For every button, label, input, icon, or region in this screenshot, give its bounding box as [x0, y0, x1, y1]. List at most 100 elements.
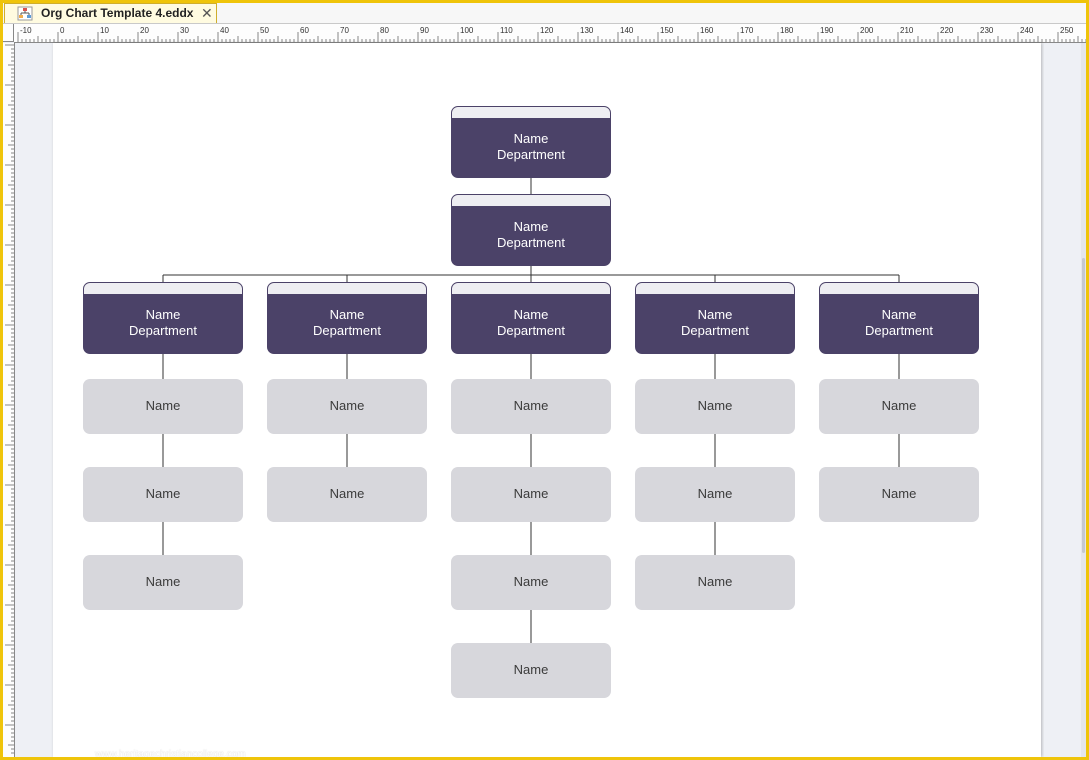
member-name: Name — [881, 486, 917, 501]
ruler-label: 200 — [860, 26, 874, 35]
member-node[interactable]: Name — [451, 467, 611, 522]
ruler-label: 110 — [500, 26, 513, 35]
ruler-label: 20 — [140, 26, 149, 35]
ruler-label: 240 — [1020, 26, 1034, 35]
node-name: Name — [329, 307, 365, 322]
org-chart-file-icon — [17, 6, 33, 21]
ruler-corner — [3, 24, 14, 42]
member-node[interactable]: Name — [451, 379, 611, 434]
node-department: Department — [497, 235, 565, 250]
ruler-label: 180 — [780, 26, 794, 35]
node-department: Department — [313, 323, 381, 338]
node-name: Name — [881, 307, 917, 322]
ruler-label: -10 — [20, 26, 32, 35]
ruler-label: 150 — [660, 26, 674, 35]
scrollbar-thumb[interactable] — [1082, 258, 1085, 553]
ruler-label: 90 — [420, 26, 429, 35]
node-name: Name — [513, 307, 549, 322]
member-name: Name — [513, 662, 549, 677]
node-name: Name — [145, 307, 181, 322]
ruler-label: 0 — [60, 26, 65, 35]
member-name: Name — [329, 486, 365, 501]
ruler-label: 60 — [300, 26, 309, 35]
ruler-label: 70 — [340, 26, 349, 35]
canvas-margin — [1044, 43, 1086, 757]
ruler-label: 130 — [580, 26, 594, 35]
ruler-label: 230 — [980, 26, 994, 35]
ruler-label: 190 — [820, 26, 834, 35]
member-name: Name — [145, 486, 181, 501]
member-node[interactable]: Name — [635, 467, 795, 522]
node-header-band — [636, 283, 794, 295]
node-department: Department — [497, 147, 565, 162]
member-node[interactable]: Name — [267, 379, 427, 434]
ruler-label: 40 — [220, 26, 229, 35]
member-name: Name — [329, 398, 365, 413]
node-header-band — [268, 283, 426, 295]
member-node[interactable]: Name — [819, 379, 979, 434]
document-tab-strip: Org Chart Template 4.eddx ✕ — [3, 3, 1086, 24]
ruler-label: 120 — [540, 26, 554, 35]
member-name: Name — [697, 574, 733, 589]
member-name: Name — [881, 398, 917, 413]
node-header-band — [452, 195, 610, 207]
member-node[interactable]: Name — [635, 555, 795, 610]
node-name: Name — [697, 307, 733, 322]
member-name: Name — [697, 398, 733, 413]
node-department: Department — [497, 323, 565, 338]
ruler-label: 160 — [700, 26, 714, 35]
vertical-ruler[interactable] — [3, 43, 15, 757]
member-name: Name — [513, 486, 549, 501]
close-tab-icon[interactable]: ✕ — [201, 5, 213, 21]
node-department: Department — [129, 323, 197, 338]
node-department: Department — [681, 323, 749, 338]
ruler-label: 50 — [260, 26, 269, 35]
member-name: Name — [513, 574, 549, 589]
ruler-label: 10 — [100, 26, 109, 35]
member-node[interactable]: Name — [83, 555, 243, 610]
ruler-label: 210 — [900, 26, 914, 35]
document-tab-title: Org Chart Template 4.eddx — [41, 6, 194, 20]
node-name: Name — [513, 219, 549, 234]
member-node[interactable]: Name — [635, 379, 795, 434]
ruler-label: 80 — [380, 26, 389, 35]
member-name: Name — [697, 486, 733, 501]
node-header-band — [452, 283, 610, 295]
ruler-label: 170 — [740, 26, 754, 35]
member-node[interactable]: Name — [267, 467, 427, 522]
node-name: Name — [513, 131, 549, 146]
ruler-label: 220 — [940, 26, 954, 35]
document-tab[interactable]: Org Chart Template 4.eddx ✕ — [4, 3, 217, 23]
member-name: Name — [145, 574, 181, 589]
member-node[interactable]: Name — [451, 555, 611, 610]
member-name: Name — [513, 398, 549, 413]
member-node[interactable]: Name — [83, 467, 243, 522]
ruler-label: 30 — [180, 26, 189, 35]
ruler-label: 250 — [1060, 26, 1074, 35]
watermark-text: www.heritagechristiancollege.com — [95, 749, 246, 757]
ruler-label: 140 — [620, 26, 634, 35]
member-node[interactable]: Name — [819, 467, 979, 522]
member-node[interactable]: Name — [451, 643, 611, 698]
node-header-band — [84, 283, 242, 295]
node-header-band — [820, 283, 978, 295]
node-header-band — [452, 107, 610, 119]
member-node[interactable]: Name — [83, 379, 243, 434]
node-department: Department — [865, 323, 933, 338]
